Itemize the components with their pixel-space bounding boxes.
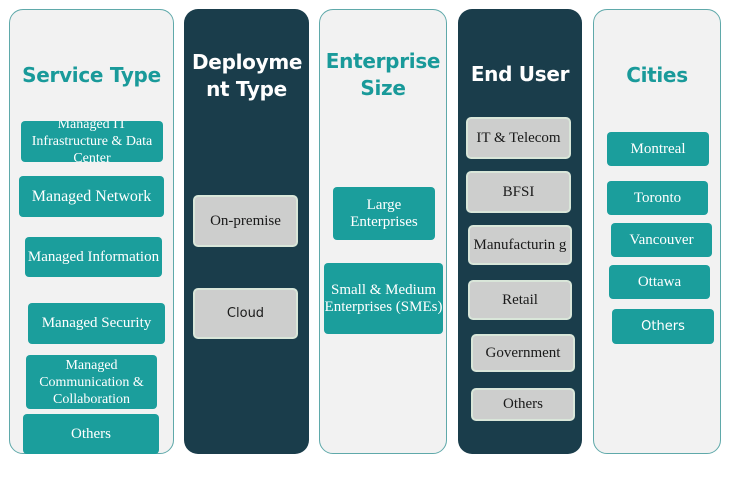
deployment-type-item: On-premise <box>193 195 298 247</box>
cities-item: Vancouver <box>611 223 712 257</box>
cities-title: Cities <box>626 63 688 87</box>
end-user-item: Manufacturin g <box>468 225 572 265</box>
end-user-item: Others <box>471 388 575 421</box>
service-type-item: Managed IT Infrastructure & Data Center <box>21 121 163 162</box>
cities-item: Toronto <box>607 181 708 215</box>
deployment-type-item: Cloud <box>193 288 298 339</box>
enterprise-size-item: Large Enterprises <box>333 187 435 240</box>
end-user-column: End User IT & Telecom BFSI Manufacturin … <box>458 9 582 454</box>
cities-item: Ottawa <box>609 265 710 299</box>
end-user-item: Retail <box>468 280 572 320</box>
service-type-item: Others <box>23 414 159 454</box>
service-type-item: Managed Communication & Collaboration <box>26 355 157 409</box>
enterprise-size-column: Enterprise Size Large Enterprises Small … <box>319 9 447 454</box>
cities-item: Montreal <box>607 132 709 166</box>
end-user-item: IT & Telecom <box>466 117 571 159</box>
enterprise-size-title: Enterprise Size <box>325 49 441 100</box>
end-user-item: Government <box>471 334 575 372</box>
service-type-item: Managed Security <box>28 303 165 344</box>
cities-column: Cities Montreal Toronto Vancouver Ottawa… <box>593 9 721 454</box>
service-type-column: Service Type Managed IT Infrastructure &… <box>9 9 174 454</box>
enterprise-size-item: Small & Medium Enterprises (SMEs) <box>324 263 443 334</box>
service-type-item: Managed Network <box>19 176 164 217</box>
service-type-title: Service Type <box>22 63 161 87</box>
end-user-item: BFSI <box>466 171 571 213</box>
deployment-type-column: Deployme nt Type On-premise Cloud <box>184 9 309 454</box>
deployment-type-title: Deployme nt Type <box>192 50 303 101</box>
end-user-title: End User <box>470 62 570 86</box>
service-type-item: Managed Information <box>25 237 162 277</box>
cities-item: Others <box>612 309 714 344</box>
